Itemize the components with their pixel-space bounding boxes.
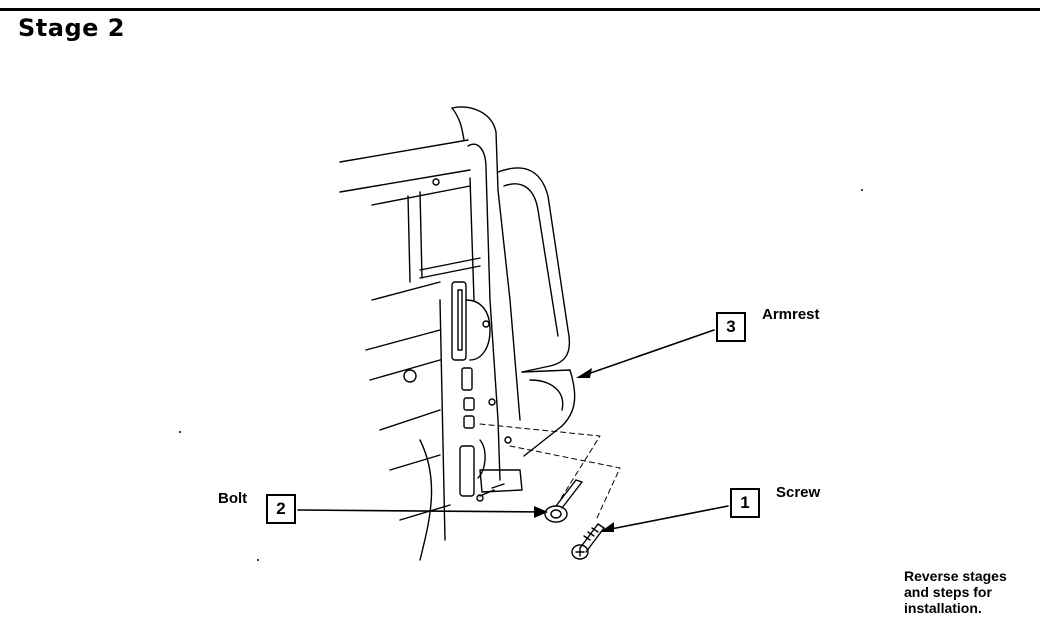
callout-label-screw: Screw [776,484,821,501]
alignment-guides [479,423,621,521]
arrowhead-screw [600,522,614,532]
armrest-cushion [497,167,576,457]
seat-frame-upright [451,106,523,493]
arrowheads [534,368,614,532]
installation-note: Reverse stages and steps for installatio… [904,568,1007,616]
leader-bolt [297,509,547,513]
fastener-studs [476,483,505,502]
callout-label-armrest: Armrest [762,306,820,323]
leader-lines [297,329,729,531]
seat-back-panel [339,139,481,561]
callout-number-armrest: 3 [716,312,746,342]
header-rule [0,8,1040,11]
arrowhead-bolt [534,506,548,518]
latch-hardware [403,178,512,497]
leader-armrest [581,329,715,377]
screw-part [571,523,605,560]
bolt-part [544,479,583,523]
callout-number-bolt: 2 [266,494,296,524]
page-title: Stage 2 [18,14,125,42]
scan-specks [179,189,863,561]
leader-screw [605,505,729,531]
callout-number-screw: 1 [730,488,760,518]
callout-label-bolt: Bolt [218,490,248,507]
arrowhead-armrest [576,368,592,378]
